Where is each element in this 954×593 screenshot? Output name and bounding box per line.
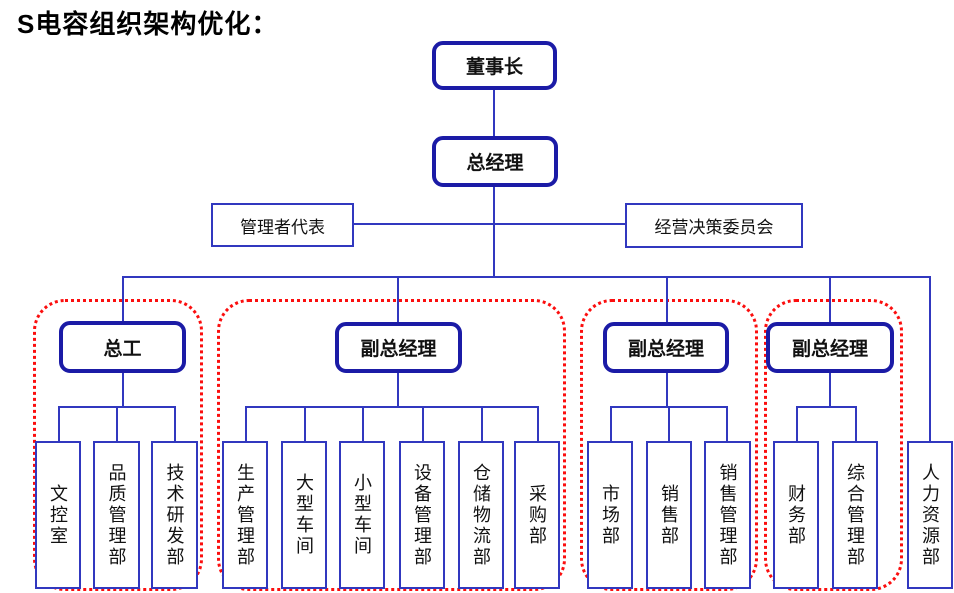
node-deputy-gm-2: 副总经理 [603,322,729,373]
connector-line [122,277,124,322]
node-procurement-dept: 采购部 [514,441,560,589]
connector-line [481,407,483,442]
connector-line [610,407,612,442]
connector-line [829,277,831,323]
connector-line [668,407,670,442]
connector-line [422,407,424,442]
connector-line [493,90,495,136]
node-quality-management-dept: 品质管理部 [93,441,140,589]
group-outline-finance-admin [764,299,903,591]
connector-line [796,406,857,408]
node-warehouse-logistics-dept: 仓储物流部 [458,441,504,589]
connector-line [245,406,539,408]
connector-line [929,277,931,441]
connector-line [122,276,931,278]
node-small-workshop: 小型车间 [339,441,385,589]
page-title: S电容组织架构优化： [17,9,279,39]
connector-line [397,277,399,323]
node-management-representative: 管理者代表 [211,203,354,247]
node-chairman: 董事长 [432,41,557,90]
connector-line [855,407,857,442]
connector-line [829,373,831,407]
connector-line [362,407,364,442]
connector-line [58,407,60,442]
connector-line [397,373,399,407]
node-production-management-dept: 生产管理部 [222,441,268,589]
group-outline-sales [580,299,758,591]
node-deputy-gm-3: 副总经理 [766,322,894,373]
node-large-workshop: 大型车间 [281,441,327,589]
node-sales-dept: 销售部 [646,441,692,589]
connector-line [245,407,247,442]
connector-line [493,187,495,277]
node-general-management-dept: 综合管理部 [832,441,878,589]
node-market-dept: 市场部 [587,441,633,589]
node-document-control-office: 文控室 [35,441,81,589]
node-chief-engineer: 总工 [59,321,186,373]
connector-line [726,407,728,442]
connector-line [796,407,798,442]
connector-line [122,373,124,407]
node-deputy-gm-1: 副总经理 [335,322,462,373]
connector-line [116,407,118,442]
node-tech-rd-dept: 技术研发部 [151,441,198,589]
node-sales-management-dept: 销售管理部 [704,441,751,589]
connector-line [354,223,625,225]
connector-line [537,407,539,442]
node-general-manager: 总经理 [432,136,558,187]
connector-line [666,373,668,407]
node-equipment-management-dept: 设备管理部 [399,441,445,589]
node-decision-committee: 经营决策委员会 [625,203,803,248]
node-finance-dept: 财务部 [773,441,819,589]
node-hr-dept: 人力资源部 [907,441,953,589]
group-outline-production [217,299,566,591]
connector-line [174,407,176,442]
group-outline-chief-engineer [33,299,203,591]
connector-line [304,407,306,442]
connector-line [666,277,668,323]
